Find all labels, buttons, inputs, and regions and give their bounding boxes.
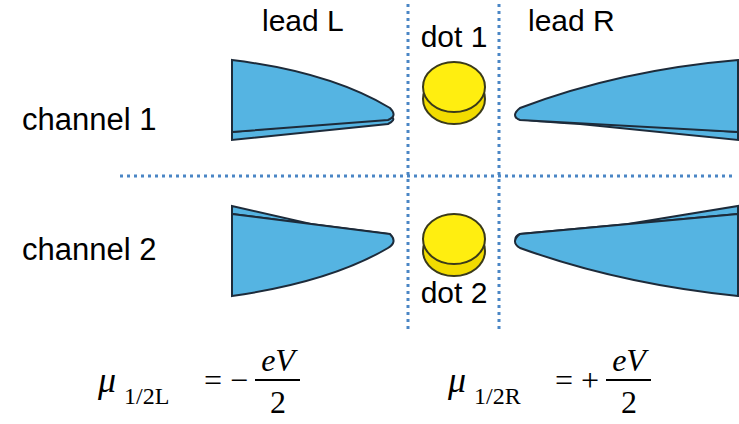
divider-line [120, 175, 736, 178]
lead-R2 [515, 214, 738, 296]
dot-label: dot 1 [410, 22, 498, 52]
subscript: 1/2L [124, 384, 169, 408]
region-dividers [120, 4, 736, 330]
fraction-bar [606, 379, 651, 381]
fraction-bar [255, 379, 300, 381]
channel-label: channel 2 [22, 234, 156, 265]
lead-label: lead L [262, 6, 344, 36]
disk-top [423, 62, 485, 112]
divider-line [407, 4, 410, 330]
operator: = − [204, 364, 248, 396]
lead-shapes [232, 60, 738, 296]
channel-label: channel 1 [22, 104, 156, 135]
operator: = + [555, 364, 599, 396]
denominator: 2 [270, 386, 286, 418]
denominator: 2 [621, 386, 637, 418]
lead-L1 [232, 60, 394, 132]
disk-top [423, 214, 485, 264]
quantum-dot: dot 2 [410, 204, 498, 308]
divider-line [498, 4, 501, 330]
lead-R1 [515, 60, 738, 132]
subscript: 1/2R [474, 384, 521, 408]
numerator: eV [612, 344, 646, 376]
numerator: eV [261, 344, 295, 376]
lead-L2 [232, 214, 394, 296]
quantum-dot: dot 1 [410, 22, 498, 132]
lead-label: lead R [528, 6, 615, 36]
dot-label: dot 2 [410, 278, 498, 308]
symbol: μ [98, 362, 116, 398]
symbol: μ [448, 362, 466, 398]
